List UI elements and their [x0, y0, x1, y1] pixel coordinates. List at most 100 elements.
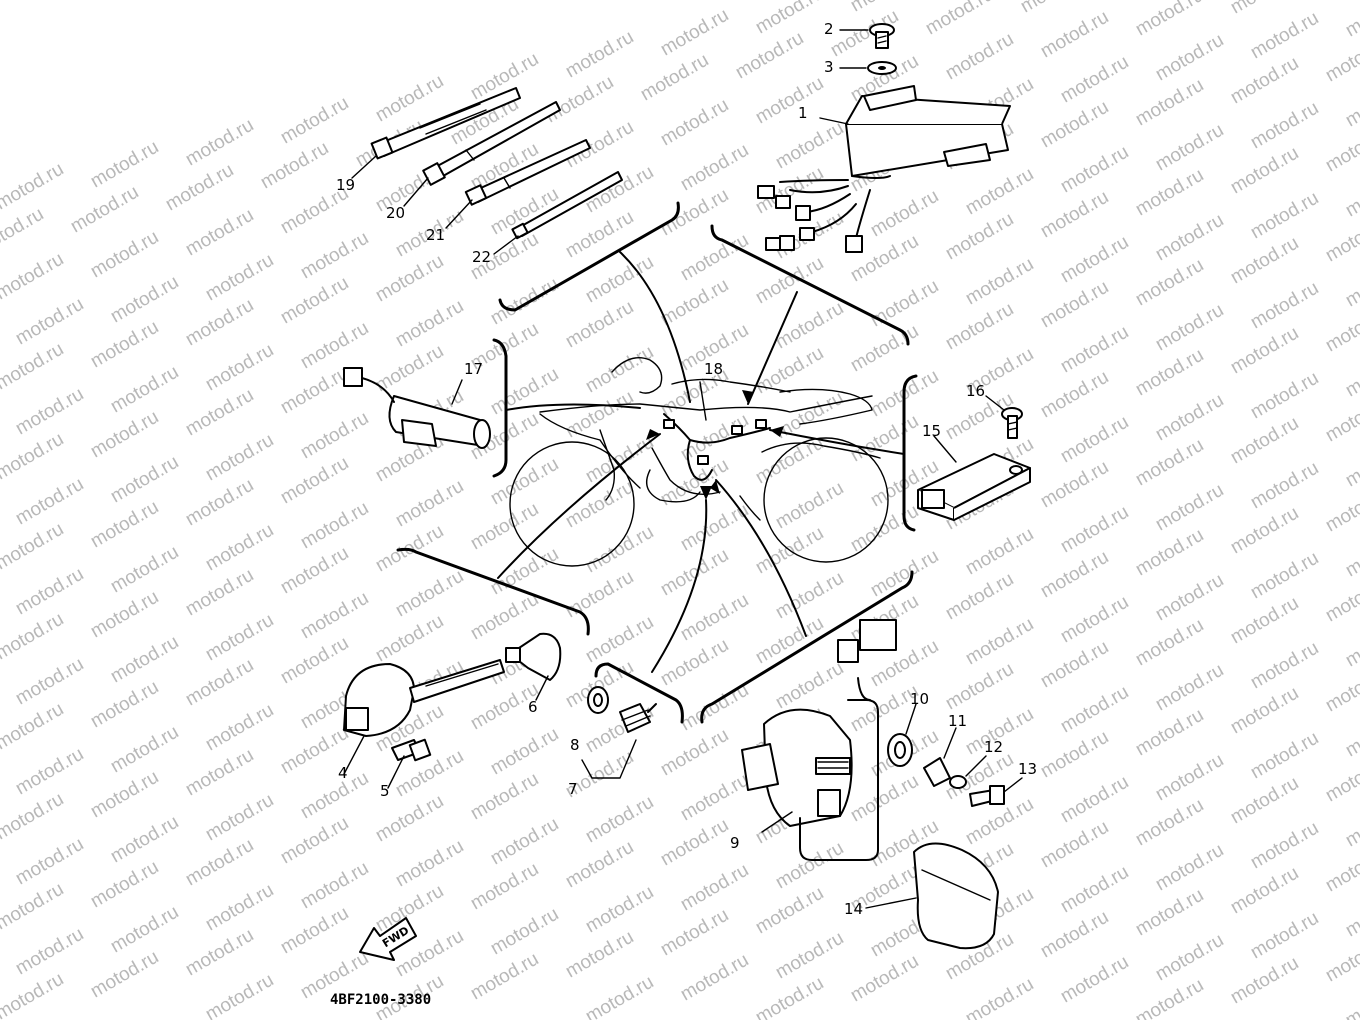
callout-18: 18: [704, 360, 723, 378]
callout-14: 14: [844, 900, 863, 918]
watermark-text: motod.ru: [0, 204, 47, 260]
watermark-text: motod.ru: [182, 475, 257, 531]
watermark-text: motod.ru: [867, 276, 942, 332]
watermark-text: motod.ru: [1152, 660, 1227, 716]
washer-3: [839, 61, 897, 75]
watermark-text: motod.ru: [1037, 547, 1112, 603]
watermark-text: motod.ru: [1247, 458, 1322, 514]
watermark-text: motod.ru: [1342, 706, 1360, 762]
callout-13: 13: [1018, 760, 1037, 778]
watermark-text: motod.ru: [277, 273, 352, 329]
watermark-text: motod.ru: [1132, 705, 1207, 761]
watermark-text: motod.ru: [487, 814, 562, 870]
watermark-text: motod.ru: [1247, 638, 1322, 694]
watermark-text: motod.ru: [562, 567, 637, 623]
cdi-unit: [757, 85, 1011, 253]
watermark-text: motod.ru: [12, 834, 87, 890]
callout-2: 2: [824, 20, 834, 38]
watermark-text: motod.ru: [1152, 30, 1227, 86]
watermark-text: motod.ru: [752, 973, 827, 1020]
watermark-text: motod.ru: [772, 478, 847, 534]
watermark-text: motod.ru: [582, 792, 657, 848]
watermark-text: motod.ru: [1132, 615, 1207, 671]
watermark-text: motod.ru: [1057, 52, 1132, 108]
callout-10: 10: [910, 690, 929, 708]
watermark-text: motod.ru: [1342, 256, 1360, 312]
watermark-text: motod.ru: [1227, 593, 1302, 649]
watermark-text: motod.ru: [962, 164, 1037, 220]
watermark-text: motod.ru: [1247, 728, 1322, 784]
watermark-text: motod.ru: [542, 72, 617, 128]
watermark-text: motod.ru: [1057, 232, 1132, 288]
watermark-text: motod.ru: [467, 589, 542, 645]
callout-19: 19: [336, 176, 355, 194]
watermark-text: motod.ru: [277, 543, 352, 599]
watermark-text: motod.ru: [0, 609, 67, 665]
watermark-text: motod.ru: [87, 227, 162, 283]
watermark-text: motod.ru: [1227, 53, 1302, 109]
watermark-text: motod.ru: [297, 498, 372, 554]
watermark-text: motod.ru: [1152, 570, 1227, 626]
watermark-text: motod.ru: [12, 294, 87, 350]
watermark-text: motod.ru: [107, 812, 182, 868]
watermark-text: motod.ru: [582, 882, 657, 938]
watermark-text: motod.ru: [772, 568, 847, 624]
watermark-text: motod.ru: [277, 453, 352, 509]
watermark-text: motod.ru: [372, 611, 447, 667]
watermark-text: motod.ru: [1247, 908, 1322, 964]
watermark-text: motod.ru: [1037, 277, 1112, 333]
callout-1: 1: [798, 104, 808, 122]
watermark-text: motod.ru: [677, 500, 752, 556]
watermark-text: motod.ru: [1132, 795, 1207, 851]
watermark-text: motod.ru: [772, 838, 847, 894]
rectifier: [917, 435, 1031, 521]
watermark-text: motod.ru: [182, 655, 257, 711]
watermark-text: motod.ru: [87, 767, 162, 823]
watermark-text: motod.ru: [1152, 210, 1227, 266]
watermark-text: motod.ru: [87, 497, 162, 553]
watermark-text: motod.ru: [202, 970, 277, 1020]
watermark-text: motod.ru: [87, 857, 162, 913]
wire-band-19: [370, 87, 521, 160]
watermark-text: motod.ru: [1247, 8, 1322, 64]
watermark-text: motod.ru: [562, 207, 637, 263]
watermark-text: motod.ru: [1037, 367, 1112, 423]
watermark-text: motod.ru: [942, 209, 1017, 265]
watermark-text: motod.ru: [202, 790, 277, 846]
watermark-text: motod.ru: [277, 363, 352, 419]
watermark-text: motod.ru: [182, 115, 257, 171]
watermark-text: motod.ru: [487, 724, 562, 780]
watermark-text: motod.ru: [1152, 480, 1227, 536]
watermark-text: motod.ru: [297, 858, 372, 914]
watermark-text: motod.ru: [107, 272, 182, 328]
watermark-text: motod.ru: [297, 318, 372, 374]
callout-22: 22: [472, 248, 491, 266]
callout-5: 5: [380, 782, 390, 800]
watermark-text: motod.ru: [677, 950, 752, 1006]
watermark-text: motod.ru: [942, 659, 1017, 715]
neutral-switch: [581, 686, 657, 779]
watermark-text: motod.ru: [582, 342, 657, 398]
watermark-text: motod.ru: [657, 725, 732, 781]
watermark-text: motod.ru: [1342, 166, 1360, 222]
watermark-text: motod.ru: [1132, 0, 1207, 40]
watermark-text: motod.ru: [1037, 907, 1112, 963]
watermark-text: motod.ru: [1057, 412, 1132, 468]
watermark-text: motod.ru: [0, 519, 67, 575]
watermark-text: motod.ru: [1247, 188, 1322, 244]
watermark-text: motod.ru: [847, 411, 922, 467]
watermark-text: motod.ru: [1132, 435, 1207, 491]
watermark-text: motod.ru: [657, 185, 732, 241]
watermark-text: motod.ru: [1342, 76, 1360, 132]
grommet-10: [887, 703, 917, 767]
watermark-text: motod.ru: [392, 836, 467, 892]
watermark-text: motod.ru: [107, 722, 182, 778]
watermark-text: motod.ru: [1057, 952, 1132, 1008]
watermark-text: motod.ru: [12, 384, 87, 440]
watermark-text: motod.ru: [1037, 817, 1112, 873]
watermark-text: motod.ru: [182, 745, 257, 801]
watermark-text: motod.ru: [1227, 143, 1302, 199]
watermark-text: motod.ru: [1342, 616, 1360, 672]
watermark-text: motod.ru: [182, 205, 257, 261]
